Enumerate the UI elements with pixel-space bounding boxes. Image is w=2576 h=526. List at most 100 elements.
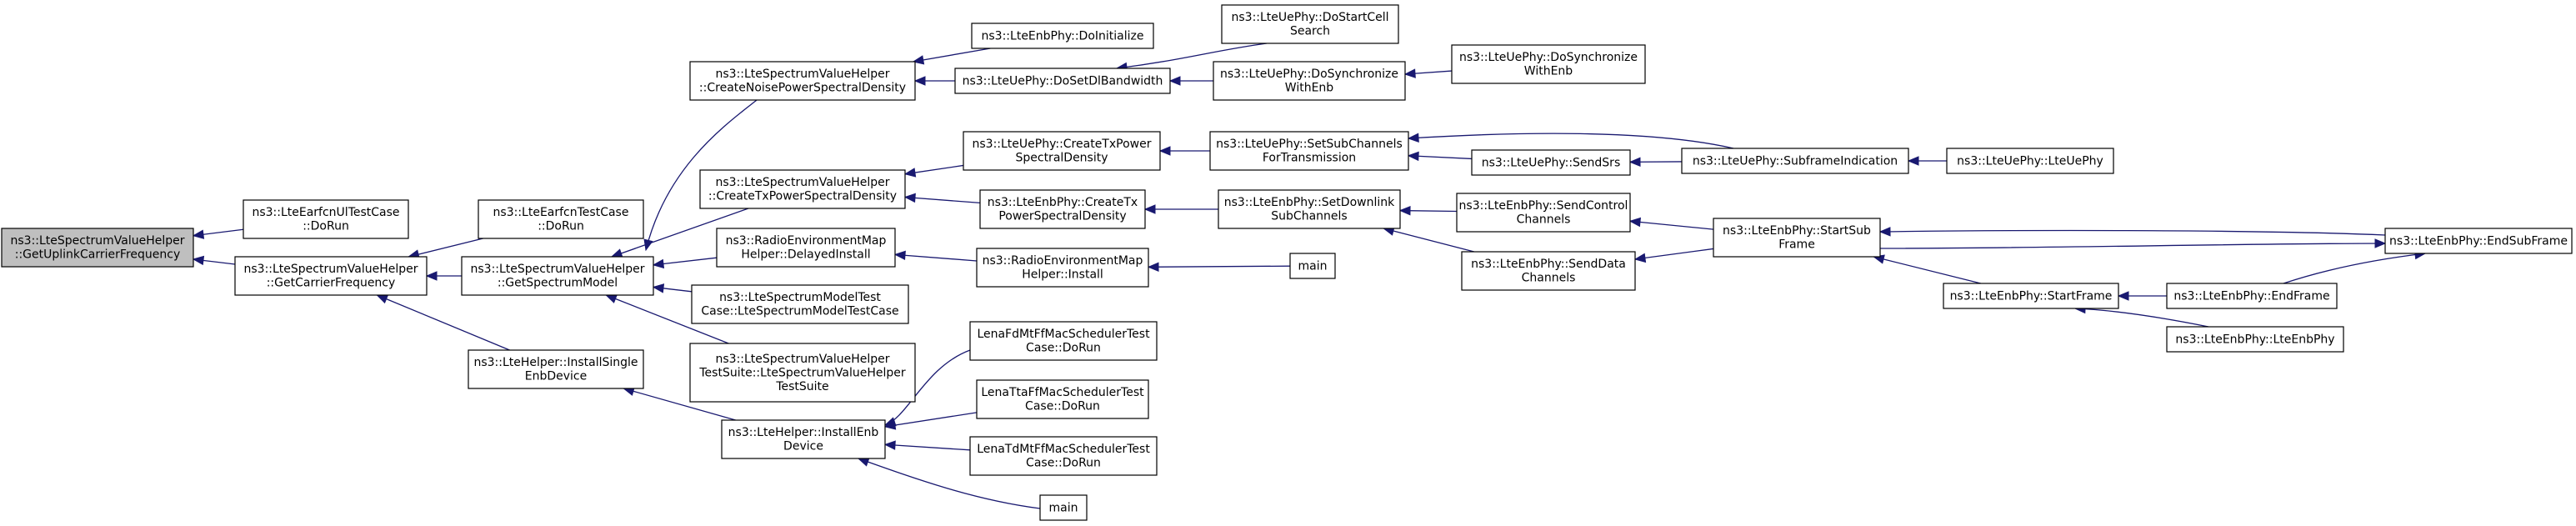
node-label-line: ::DoRun — [538, 220, 584, 233]
node-box — [721, 419, 886, 459]
node-label-line: ns3::LteSpectrumValueHelper — [716, 353, 890, 366]
arrowhead — [1403, 68, 1416, 78]
edge-uecreatetx-to-txpsd — [903, 164, 964, 178]
node-enbstartframe[interactable]: ns3::LteEnbPhy::StartFrame — [1943, 283, 2119, 309]
edge-uephy-to-uesubframe — [1907, 156, 1947, 166]
edge-lenatdmt-to-installenb — [883, 440, 971, 451]
edge-enbstartsub-to-enbsenddata — [1633, 248, 1714, 263]
node-label-line: Case::DoRun — [1025, 400, 1100, 413]
arrowhead — [192, 229, 205, 239]
node-remdelayed[interactable]: ns3::RadioEnvironmentMapHelper::DelayedI… — [716, 228, 896, 268]
edge-earfcntc-to-getcarrier — [408, 238, 483, 259]
node-enbendframe[interactable]: ns3::LteEnbPhy::EndFrame — [2166, 283, 2338, 309]
node-uecreatetx[interactable]: ns3::LteUePhy::CreateTxPowerSpectralDens… — [963, 131, 1161, 171]
node-label-line: TestSuite::LteSpectrumValueHelper — [698, 366, 905, 379]
edge-enbstartframe-to-enbstartsub — [1873, 254, 1981, 284]
node-box — [1461, 251, 1636, 291]
node-label-line: ns3::LteEnbPhy::SetDownlink — [1224, 196, 1395, 209]
arrowhead — [605, 294, 618, 303]
node-box — [1946, 148, 2114, 174]
edge-uesubframe-to-uesendsrs — [1628, 157, 1683, 168]
edge-enbendframe-to-enbendsub — [2283, 249, 2427, 284]
node-enbphy[interactable]: ns3::LteEnbPhy::LteEnbPhy — [2166, 326, 2344, 353]
node-label-line: ns3::LteUePhy::SendSrs — [1482, 156, 1620, 169]
node-label-line: ns3::LteEnbPhy::SendControl — [1459, 199, 1628, 213]
node-label-line: ns3::LteUePhy::SetSubChannels — [1216, 138, 1403, 151]
node-txpsd[interactable]: ns3::LteSpectrumValueHelper::CreateTxPow… — [699, 169, 906, 209]
arrowhead — [1628, 217, 1642, 228]
arrowhead — [913, 76, 926, 86]
node-label-line: ns3::LteUePhy::SubframeIndication — [1693, 154, 1898, 168]
node-box — [971, 23, 1154, 49]
arrowhead — [652, 283, 665, 293]
arrowhead — [893, 250, 906, 261]
node-uephy[interactable]: ns3::LteUePhy::LteUePhy — [1946, 148, 2114, 174]
node-enbdoinit[interactable]: ns3::LteEnbPhy::DoInitialize — [971, 23, 1154, 49]
node-root[interactable]: ns3::LteSpectrumValueHelper::GetUplinkCa… — [1, 228, 194, 268]
arrowhead — [1407, 133, 1419, 143]
node-box — [1451, 44, 1646, 84]
node-getspectrum[interactable]: ns3::LteSpectrumValueHelper::GetSpectrum… — [461, 256, 654, 296]
node-box — [234, 256, 428, 296]
node-box — [1681, 148, 1909, 174]
arrowhead — [2374, 238, 2387, 248]
node-box — [1943, 283, 2119, 309]
nodes-layer: ns3::LteSpectrumValueHelper::GetUplinkCa… — [1, 4, 2573, 521]
node-label-line: ns3::RadioEnvironmentMap — [726, 234, 887, 248]
node-label-line: WithEnb — [1285, 82, 1334, 95]
node-getcarrier[interactable]: ns3::LteSpectrumValueHelper::GetCarrierF… — [234, 256, 428, 296]
node-label-line: Case::DoRun — [1026, 342, 1101, 355]
arrowhead — [610, 248, 623, 258]
node-uesubframe[interactable]: ns3::LteUePhy::SubframeIndication — [1681, 148, 1909, 174]
edge-lenatta-to-installenb — [883, 412, 978, 430]
node-label-line: EnbDevice — [525, 370, 587, 383]
node-main1[interactable]: main — [1289, 253, 1336, 279]
node-box — [976, 379, 1149, 419]
node-label-line: ns3::LteSpectrumModelTest — [719, 291, 881, 304]
edge-uesetsub-to-uecreatetx — [1158, 146, 1210, 156]
arrowhead — [1398, 205, 1411, 216]
node-box — [2384, 228, 2573, 254]
edge-enbstartsub-to-enbsendctrl — [1628, 217, 1714, 230]
node-box — [1218, 189, 1401, 229]
node-box — [691, 284, 909, 324]
node-label-line: ns3::LteEarfcnTestCase — [493, 206, 629, 219]
node-box — [963, 131, 1161, 171]
node-uesetdl[interactable]: ns3::LteUePhy::DoSetDlBandwidth — [954, 68, 1171, 94]
node-uesendsrs[interactable]: ns3::LteUePhy::SendSrs — [1471, 149, 1631, 176]
edge-uesyncenb-to-uesync — [1403, 68, 1453, 78]
node-box — [699, 169, 906, 209]
node-earfcnul[interactable]: ns3::LteEarfcnUlTestCase::DoRun — [243, 199, 409, 239]
node-enbendsub[interactable]: ns3::LteEnbPhy::EndSubFrame — [2384, 228, 2573, 254]
node-enbcreatetx[interactable]: ns3::LteEnbPhy::CreateTxPowerSpectralDen… — [979, 189, 1146, 229]
edge-enbendframe-to-enbstartframe — [2117, 291, 2167, 301]
node-main2[interactable]: main — [1039, 494, 1088, 521]
node-label-line: Channels — [1522, 272, 1576, 285]
node-label-line: ::DoRun — [303, 220, 349, 233]
node-earfcntc[interactable]: ns3::LteEarfcnTestCase::DoRun — [478, 199, 644, 239]
node-specvaltestsuite[interactable]: ns3::LteSpectrumValueHelperTestSuite::Lt… — [689, 343, 916, 403]
node-label-line: ns3::LteEnbPhy::CreateTx — [988, 196, 1138, 209]
node-box — [2166, 326, 2344, 353]
node-label-line: ns3::LteEnbPhy::EndSubFrame — [2389, 234, 2568, 248]
node-box — [243, 199, 409, 239]
node-label-line: ns3::LteEarfcnUlTestCase — [252, 206, 399, 219]
arrowhead — [1878, 227, 1891, 237]
node-specmodeltc[interactable]: ns3::LteSpectrumModelTestCase::LteSpectr… — [691, 284, 909, 324]
node-label-line: SubChannels — [1271, 210, 1347, 223]
node-uesetsub[interactable]: ns3::LteUePhy::SetSubChannelsForTransmis… — [1209, 131, 1409, 171]
node-noisepsd[interactable]: ns3::LteSpectrumValueHelper::CreateNoise… — [689, 61, 916, 101]
